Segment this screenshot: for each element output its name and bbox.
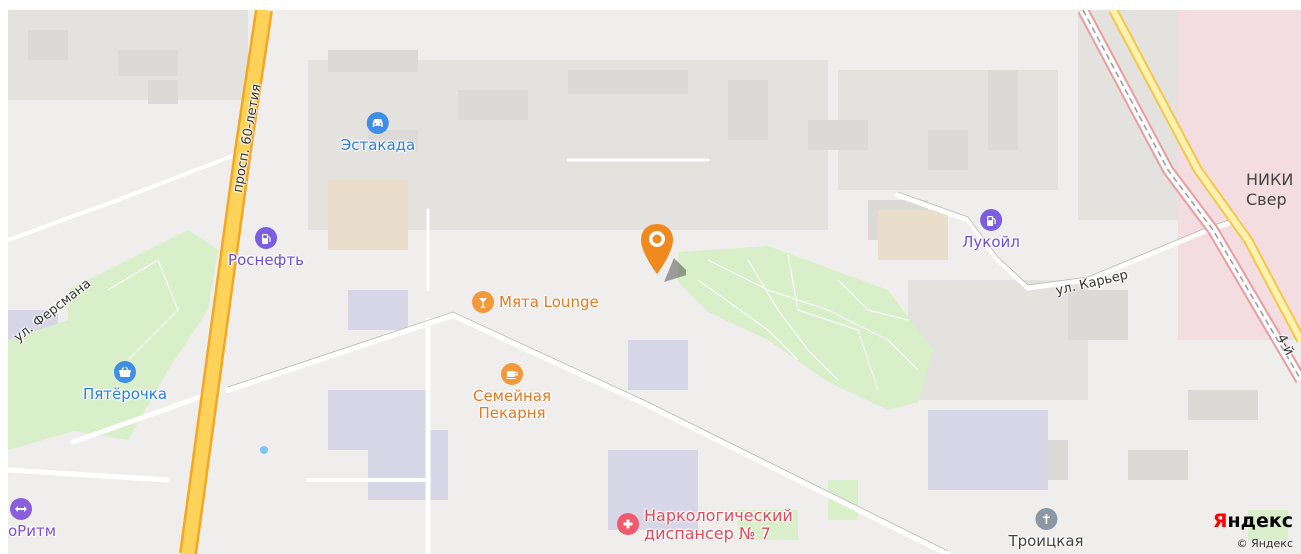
poi-troickaya[interactable]: Троицкая <box>1008 508 1084 550</box>
poi-pyaterochka-label: Пятёрочка <box>82 385 168 403</box>
map-canvas[interactable]: просп. 60-летия ул. Ферсмана ул. Карьер … <box>8 10 1301 554</box>
poi-troickaya-label: Троицкая <box>1008 532 1084 550</box>
map-base-layer <box>8 10 1301 554</box>
poi-oritm[interactable]: оРитм <box>8 498 56 540</box>
poi-mint-lounge-label: Мята Lounge <box>499 292 599 311</box>
poi-estakada-label: Эстакада <box>340 136 416 154</box>
medical-cross-icon <box>617 513 639 535</box>
church-icon <box>1034 508 1057 530</box>
poi-mint-lounge[interactable]: Мята Lounge <box>472 291 599 313</box>
poi-family-bakery[interactable]: Семейная Пекарня <box>473 363 551 422</box>
poi-rosneft[interactable]: Роснефть <box>228 227 304 269</box>
poi-lukoil[interactable]: Лукойл <box>962 209 1020 251</box>
poi-lukoil-label: Лукойл <box>962 233 1020 251</box>
yandex-logo-rest: ндекс <box>1227 510 1293 532</box>
arrows-icon <box>10 498 32 520</box>
poi-narco-dispensary[interactable]: Наркологический диспансер № 7 <box>617 507 793 543</box>
poi-family-bakery-label: Семейная Пекарня <box>472 387 552 422</box>
coffee-icon <box>501 363 523 385</box>
poi-oritm-label: оРитм <box>8 522 57 540</box>
poi-narco-dispensary-label: Наркологический диспансер № 7 <box>644 506 793 543</box>
poi-rosneft-label: Роснефть <box>228 251 304 269</box>
poi-pyaterochka[interactable]: Пятёрочка <box>83 361 167 403</box>
district-label-line2: Свер <box>1246 190 1287 209</box>
copyright-notice[interactable]: © Яндекс <box>1236 537 1293 550</box>
yandex-logo-first-letter: Я <box>1212 510 1228 532</box>
location-pin-icon[interactable] <box>640 222 686 288</box>
district-label-line1: НИКИ <box>1246 170 1294 189</box>
car-icon <box>367 112 389 134</box>
fuel-icon <box>254 227 277 249</box>
poi-estakada[interactable]: Эстакада <box>341 112 415 154</box>
cocktail-icon <box>472 291 494 313</box>
fuel-icon <box>979 209 1002 231</box>
basket-icon <box>114 361 136 383</box>
yandex-logo[interactable]: Яндекс <box>1213 510 1293 532</box>
district-label: НИКИ Свер <box>1246 170 1293 210</box>
